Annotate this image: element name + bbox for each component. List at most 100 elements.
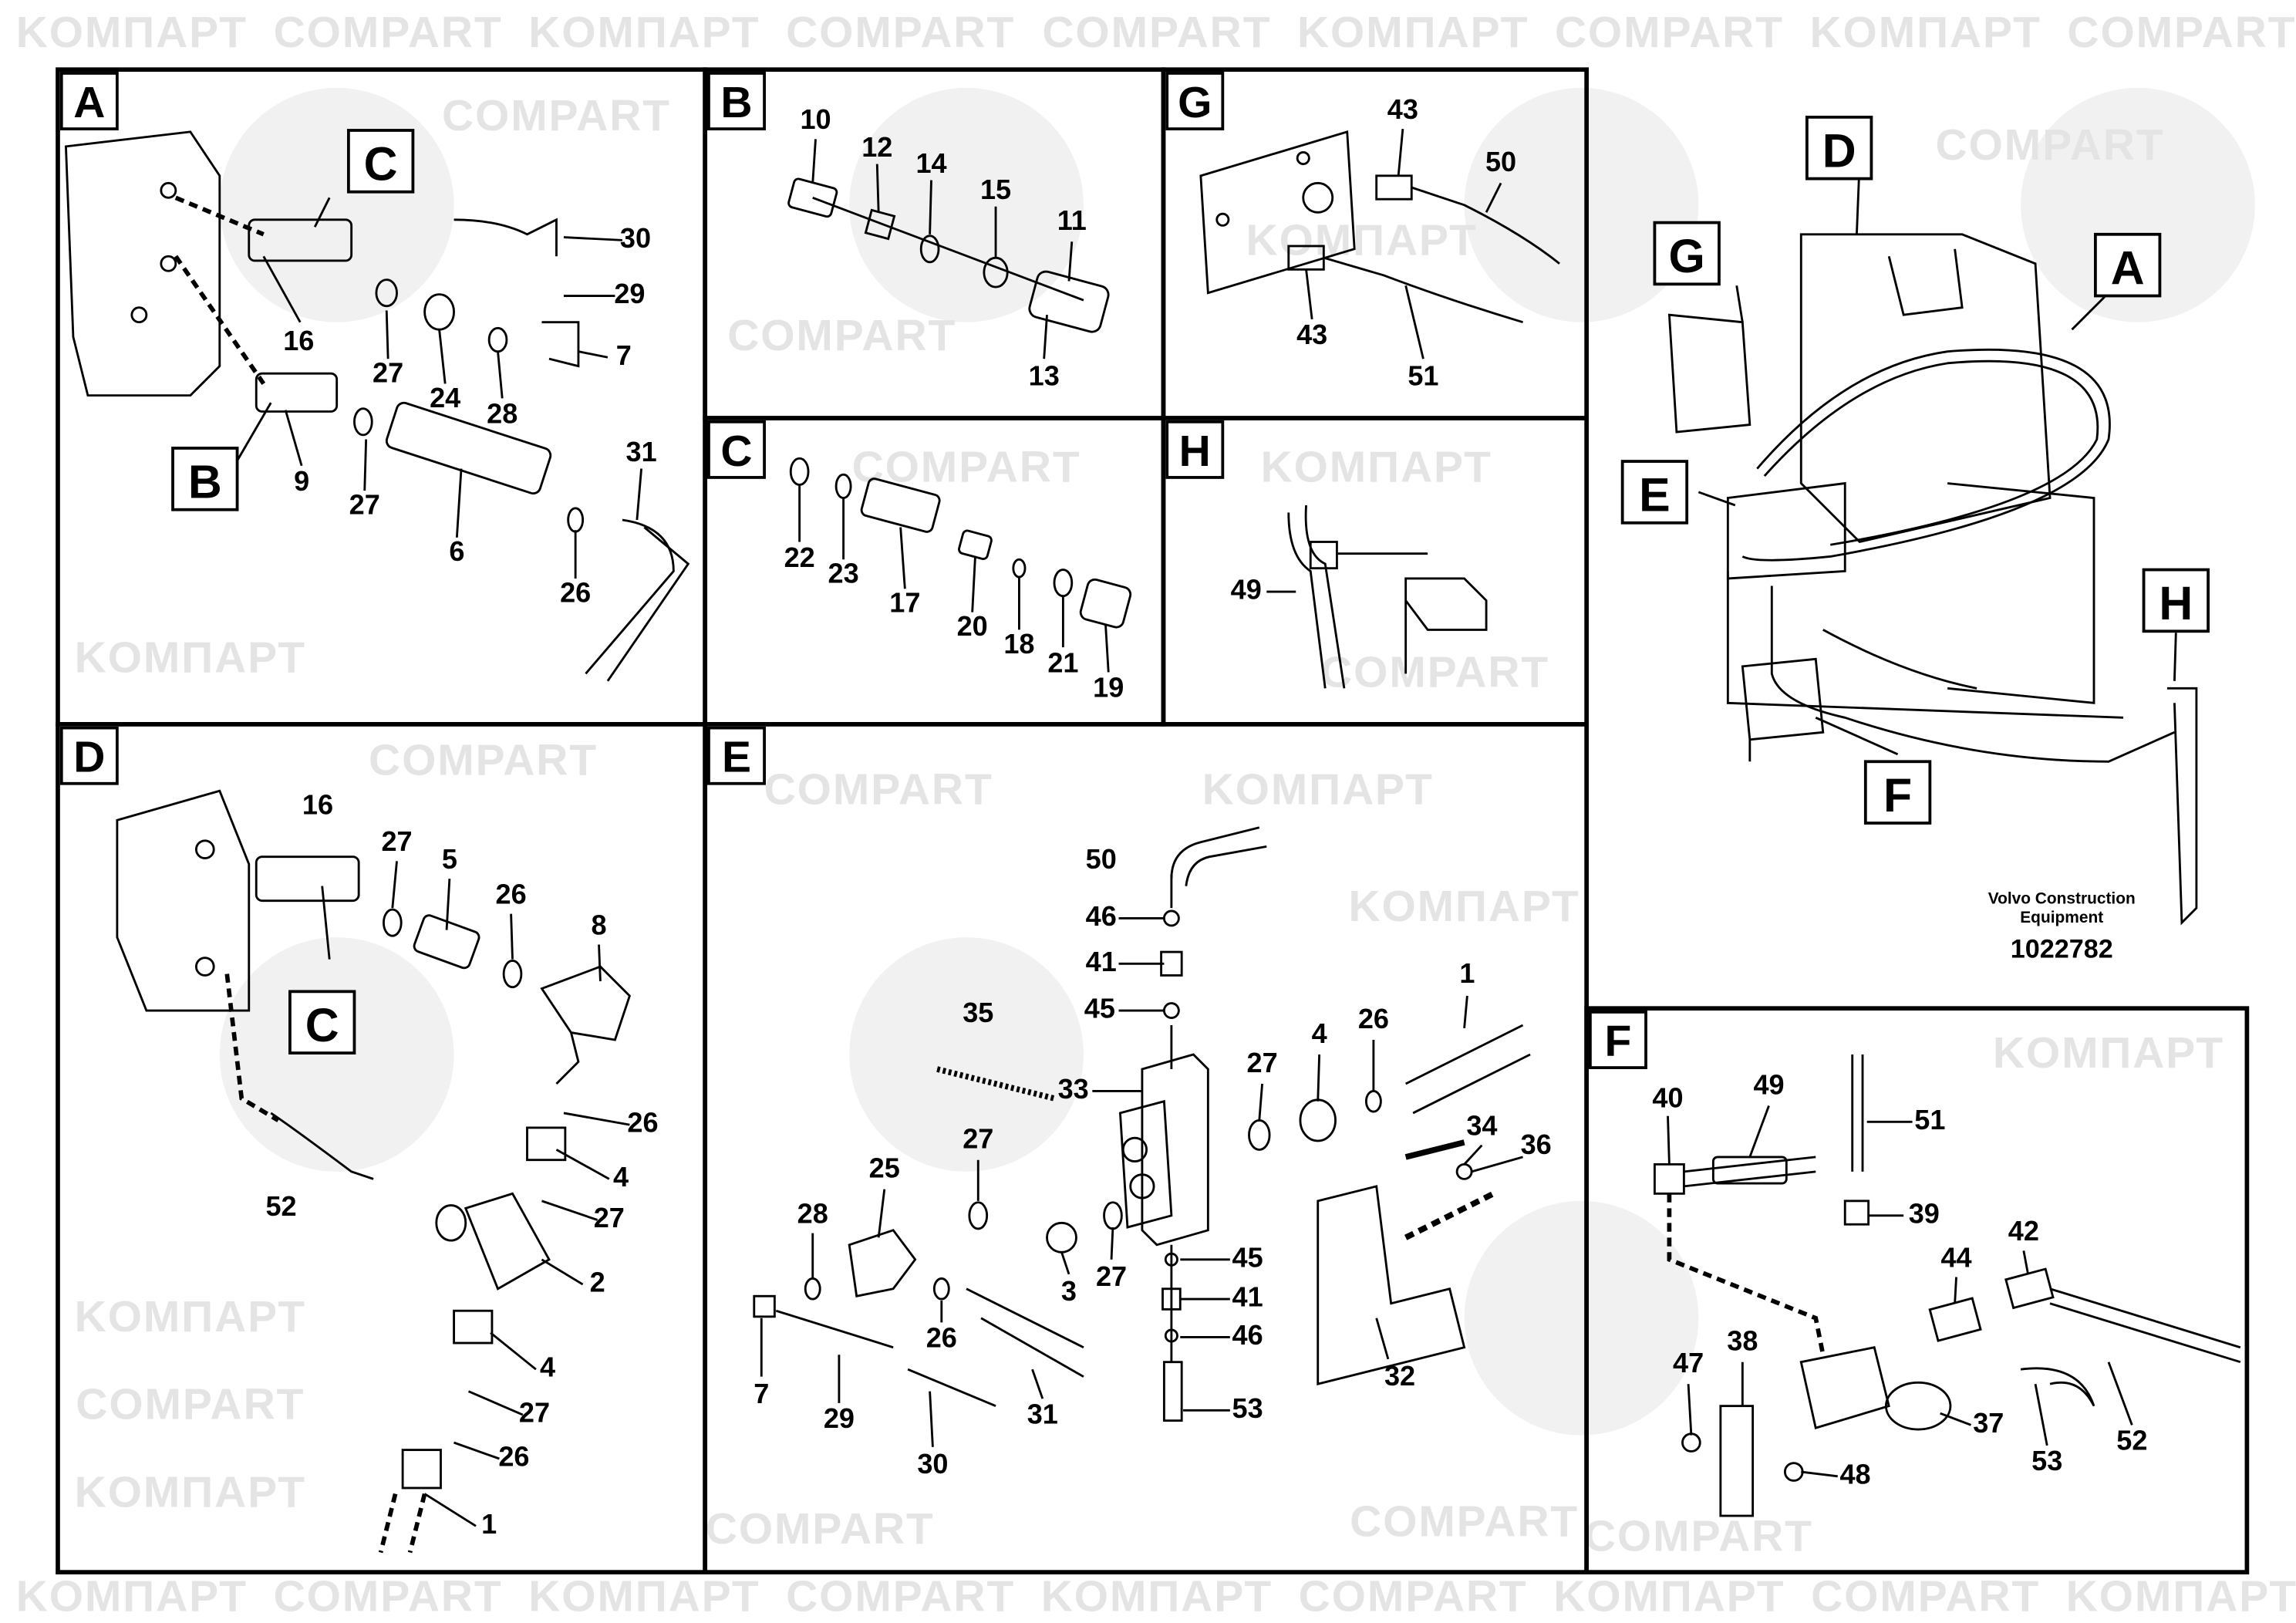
part-number: 27 — [593, 1203, 625, 1235]
panel-label-h: H — [1165, 420, 1225, 479]
watermark-text: COMPART — [786, 1573, 1016, 1621]
watermark-text: COMPART — [1350, 1498, 1580, 1547]
overview-callout-e: E — [1620, 460, 1689, 525]
part-number: 33 — [1057, 1075, 1089, 1106]
panel-label-g: G — [1165, 72, 1225, 130]
part-number: 26 — [1357, 1004, 1389, 1036]
overview-callout-d: D — [1805, 115, 1873, 181]
part-number: 21 — [1047, 649, 1079, 680]
watermark-text: KOMПАРТ — [1992, 1029, 2225, 1078]
part-number: 7 — [754, 1379, 770, 1411]
part-number: 23 — [828, 559, 859, 591]
part-number: 31 — [1027, 1400, 1058, 1431]
watermark-text: KOMПАРТ — [15, 1573, 248, 1621]
part-number: 37 — [1973, 1409, 2004, 1440]
watermark-text: KOMПАРТ — [2065, 1573, 2296, 1621]
panel-label-f: F — [1588, 1011, 1647, 1069]
watermark-text: COMPART — [1583, 1513, 1813, 1561]
watermark-text: KOMПАРТ — [1202, 765, 1434, 815]
panel-d-drawing — [116, 789, 632, 1554]
watermark-text: KOMПАРТ — [528, 1573, 760, 1621]
panel-g-drawing — [1199, 128, 1560, 359]
watermark-text: COMPART — [764, 765, 993, 815]
part-number: 41 — [1085, 947, 1117, 979]
part-number: 26 — [925, 1324, 957, 1355]
part-number: 27 — [373, 359, 404, 390]
part-number: 45 — [1084, 994, 1115, 1026]
part-number: 11 — [1057, 206, 1087, 238]
part-number: 41 — [1232, 1283, 1263, 1314]
part-number: 22 — [784, 543, 815, 575]
callout-c: C — [346, 129, 415, 194]
panel-b: B — [703, 67, 1166, 420]
part-number: 49 — [1230, 575, 1262, 607]
part-number: 29 — [823, 1404, 855, 1436]
watermark-text: COMPART — [1042, 8, 1272, 58]
part-number: 7 — [615, 341, 632, 373]
part-number: 52 — [2116, 1426, 2148, 1458]
part-number: 26 — [560, 578, 592, 609]
part-number: 43 — [1387, 95, 1418, 127]
part-number: 46 — [1085, 902, 1117, 933]
part-number: 25 — [868, 1154, 900, 1185]
panel-label-c: C — [707, 420, 766, 479]
part-number: 27 — [1095, 1262, 1128, 1294]
part-number: 53 — [2031, 1446, 2063, 1478]
part-number: 5 — [441, 845, 457, 876]
watermark-text: COMPART — [1320, 649, 1550, 697]
panel-h-drawing — [1266, 504, 1488, 689]
part-number: 26 — [498, 1442, 530, 1473]
part-number: 44 — [1940, 1243, 1972, 1274]
watermark-text: KOMПАРТ — [528, 8, 760, 58]
part-number: 20 — [956, 612, 988, 643]
caption-manufacturer-line2: Equipment — [2020, 909, 2104, 927]
part-number: 14 — [915, 149, 947, 181]
part-number: 28 — [487, 400, 518, 431]
panel-h: H — [1161, 416, 1589, 727]
overview-callout-f: F — [1863, 760, 1932, 825]
watermark-text: COMPART — [2067, 8, 2296, 58]
part-number: 24 — [430, 383, 461, 415]
part-number: 42 — [2008, 1216, 2039, 1248]
part-number: 1 — [481, 1510, 497, 1541]
watermark-text: COMPART — [851, 444, 1081, 492]
part-number: 43 — [1296, 320, 1328, 352]
caption-manufacturer: Volvo Construction — [1988, 890, 2136, 909]
part-number: 35 — [963, 998, 994, 1030]
part-number: 27 — [963, 1125, 994, 1156]
watermark-text: COMPART — [727, 312, 957, 361]
diagram-part-number: 1022782 — [2010, 934, 2113, 964]
part-number: 38 — [1727, 1327, 1758, 1358]
watermark-text: COMPART — [786, 8, 1016, 58]
part-number: 31 — [625, 437, 657, 469]
watermark-text: KOMПАРТ — [74, 634, 306, 683]
part-number: 34 — [1466, 1112, 1498, 1142]
watermark-text: COMPART — [1811, 1573, 2041, 1621]
watermark-text: KOMПАРТ — [1040, 1573, 1273, 1621]
callout-b: B — [171, 447, 239, 511]
panel-b-drawing — [787, 139, 1110, 359]
part-number: 2 — [589, 1268, 605, 1300]
part-number: 17 — [889, 589, 921, 620]
watermark-text: COMPART — [705, 1505, 935, 1554]
panel-label-d: D — [59, 726, 119, 785]
part-number: 4 — [612, 1162, 629, 1194]
part-number: 26 — [627, 1108, 659, 1140]
part-number: 27 — [349, 491, 380, 521]
part-number: 40 — [1652, 1083, 1684, 1115]
part-number: 28 — [797, 1199, 828, 1230]
part-number: 3 — [1060, 1277, 1077, 1308]
part-number: 12 — [861, 133, 893, 164]
part-number: 30 — [917, 1449, 949, 1481]
watermark-text: KOMПАРТ — [74, 1293, 306, 1342]
part-number: 30 — [619, 224, 652, 255]
part-number: 10 — [800, 105, 831, 137]
part-number: 45 — [1232, 1243, 1263, 1274]
part-number: 53 — [1232, 1394, 1263, 1426]
part-number: 4 — [1311, 1019, 1327, 1051]
watermark-text: COMPART — [441, 92, 671, 141]
part-number: 13 — [1028, 361, 1060, 393]
part-number: 50 — [1085, 845, 1117, 876]
